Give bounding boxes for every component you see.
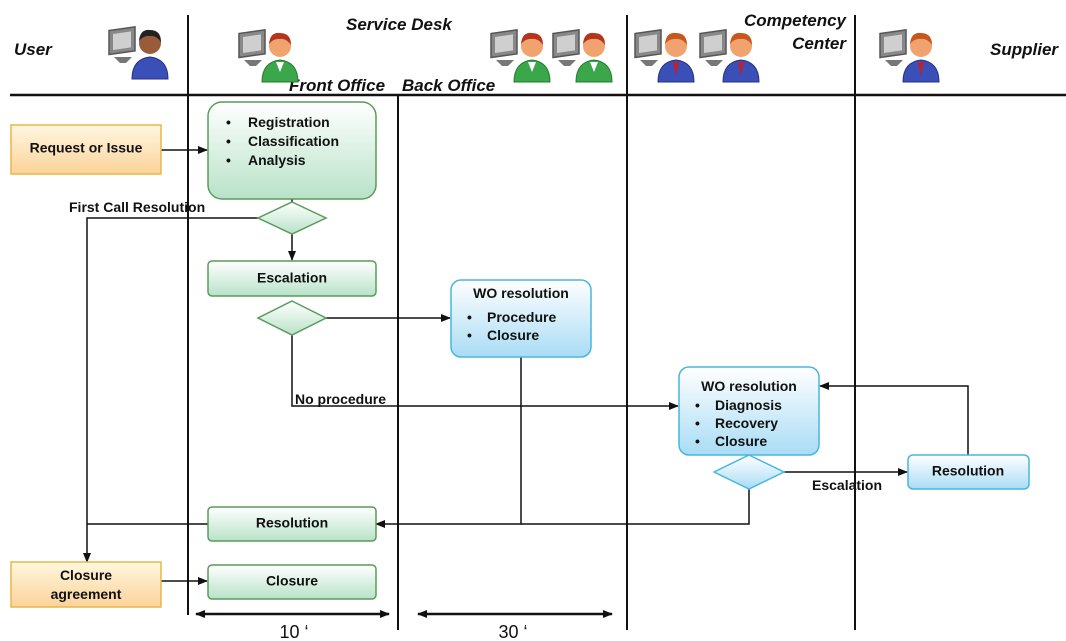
request-or-issue-label: Request or Issue <box>30 140 143 156</box>
first-call-decision-diamond <box>256 201 328 235</box>
wo-procedure-bullet-2: • <box>467 327 472 343</box>
wo-diagnosis-item-2: Recovery <box>715 415 778 431</box>
supplier-resolution-label: Resolution <box>932 463 1004 479</box>
registration-bullet-1: • <box>226 114 231 130</box>
front-office-person-icon <box>238 29 299 83</box>
closure-agreement-label-line1: Closure <box>60 567 112 583</box>
wo-diagnosis-item-1: Diagnosis <box>715 397 782 413</box>
resolution-label: Resolution <box>256 515 328 531</box>
user-person-icon <box>108 26 169 80</box>
wo-resolution-diagnosis-title: WO resolution <box>701 378 797 394</box>
escalation-label: Escalation <box>257 270 327 286</box>
label-escalation-supplier: Escalation <box>812 477 882 493</box>
registration-item-2: Classification <box>248 133 339 149</box>
closure-agreement-label-line2: agreement <box>51 586 122 602</box>
registration-bullet-2: • <box>226 133 231 149</box>
lane-header-competency: Competency <box>744 11 848 30</box>
wo-resolution-procedure-title: WO resolution <box>473 285 569 301</box>
lane-header-center: Center <box>792 34 847 53</box>
request-or-issue-box <box>10 124 162 175</box>
closure-box <box>207 564 377 600</box>
competency-person-icon-2 <box>699 29 760 83</box>
lane-header-service-desk: Service Desk <box>346 15 453 34</box>
escalation-box <box>207 260 377 297</box>
wo-diagnosis-item-3: Closure <box>715 433 767 449</box>
resolution-box <box>207 506 377 542</box>
label-first-call-resolution: First Call Resolution <box>69 199 205 215</box>
registration-item-3: Analysis <box>248 152 306 168</box>
lane-header-supplier: Supplier <box>990 40 1059 59</box>
registration-bullet-3: • <box>226 152 231 168</box>
wo-diagnosis-bullet-1: • <box>695 397 700 413</box>
wo-procedure-item-1: Procedure <box>487 309 556 325</box>
wo-diagnosis-bullet-3: • <box>695 433 700 449</box>
lane-header-user: User <box>14 40 53 59</box>
arrow-no-procedure <box>291 335 679 410</box>
supplier-resolution-box <box>907 454 1030 490</box>
back-office-duration-label: 30 ‘ <box>498 622 527 641</box>
back-office-person-icon-1 <box>490 29 551 83</box>
back-office-person-icon-2 <box>552 29 613 83</box>
closure-label: Closure <box>266 573 318 589</box>
label-no-procedure: No procedure <box>295 391 386 407</box>
wo-diagnosis-bullet-2: • <box>695 415 700 431</box>
arrow-supplier-to-wo-diagnosis <box>819 382 969 455</box>
wo-procedure-item-2: Closure <box>487 327 539 343</box>
competency-person-icon-1 <box>634 29 695 83</box>
lane-header-back-office: Back Office <box>402 76 495 95</box>
wo-resolution-procedure-box <box>450 279 592 358</box>
arrow-wo-diagnosis-to-resolution <box>521 489 750 525</box>
supplier-decision-diamond <box>712 454 786 490</box>
registration-box <box>207 101 377 200</box>
closure-agreement-box <box>10 561 162 608</box>
wo-procedure-bullet-1: • <box>467 309 472 325</box>
lane-header-front-office: Front Office <box>289 76 385 95</box>
arrow-first-call-resolution <box>83 217 258 563</box>
registration-item-1: Registration <box>248 114 330 130</box>
front-office-duration-label: 10 ‘ <box>279 622 308 641</box>
procedure-decision-diamond <box>256 300 328 336</box>
supplier-person-icon <box>879 29 940 83</box>
